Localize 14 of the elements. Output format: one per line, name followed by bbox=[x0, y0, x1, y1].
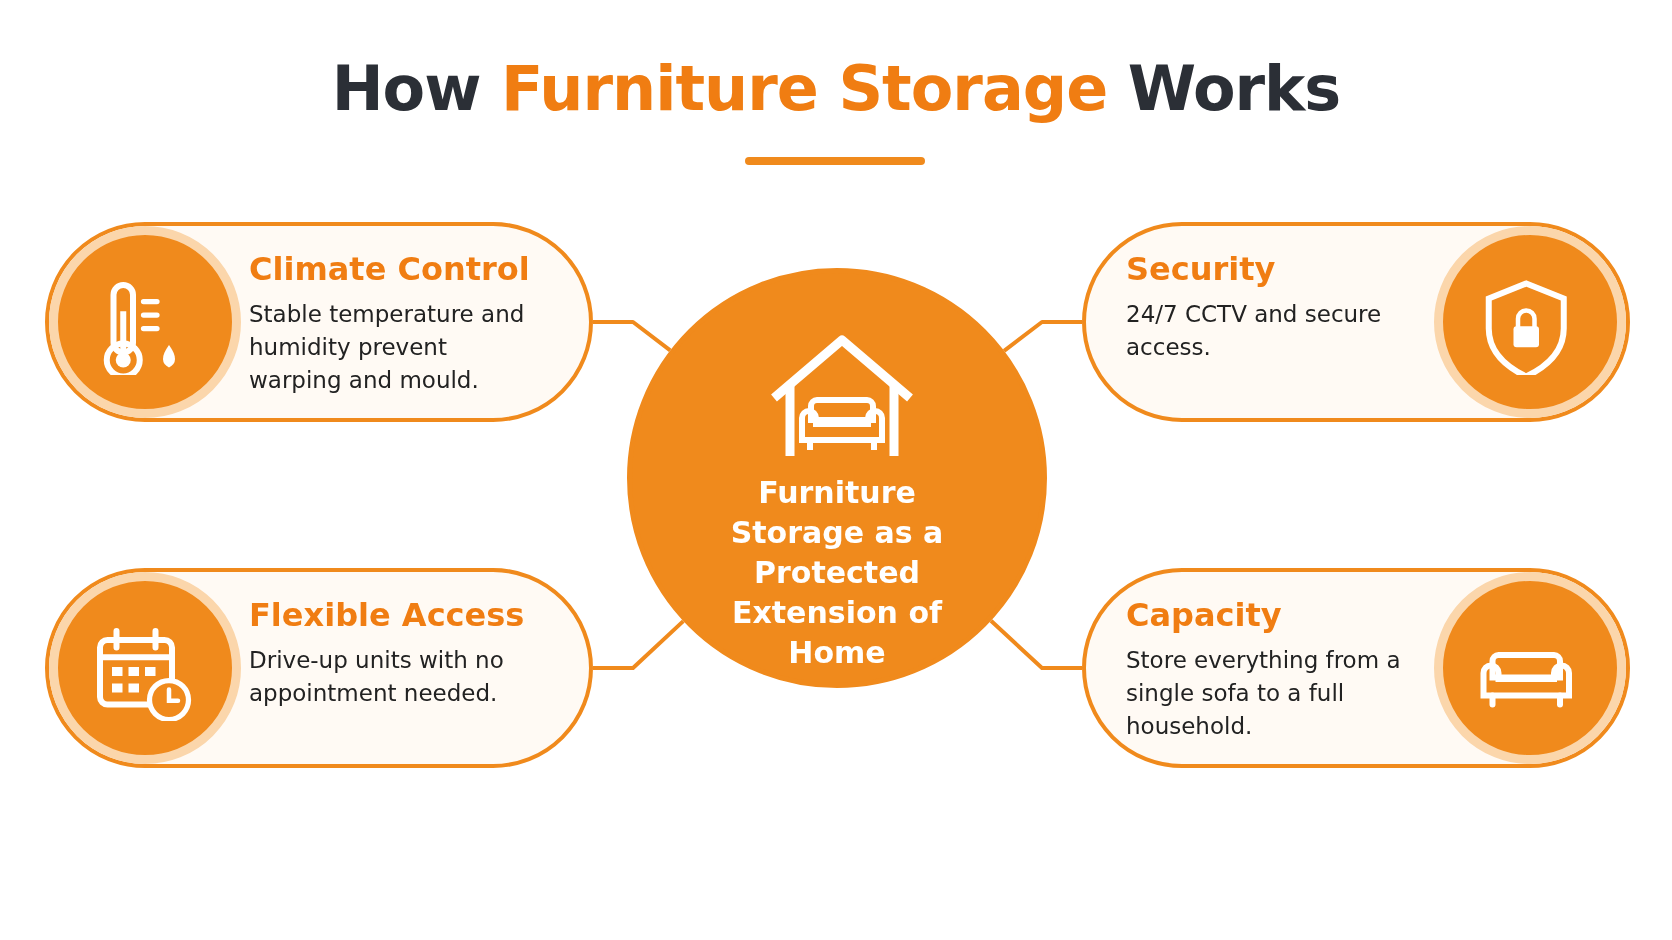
card-heading: Climate Control bbox=[249, 250, 530, 288]
title: How Furniture Storage Works bbox=[331, 52, 1341, 125]
card-description: 24/7 CCTV and secure access. bbox=[1126, 300, 1383, 362]
card-description: Store everything from a single sofa to a full household. bbox=[1126, 646, 1402, 741]
hub-label: Furniture Storage as a Protected Extension of Home bbox=[729, 474, 945, 672]
card-description: Drive-up units with no appointment needed. bbox=[249, 646, 505, 708]
connector-line bbox=[1002, 320, 1082, 353]
card-heading: Security bbox=[1126, 250, 1276, 288]
connector-line bbox=[593, 320, 672, 352]
connector-line bbox=[989, 619, 1082, 670]
card-heading: Flexible Access bbox=[249, 596, 525, 634]
card-description: Stable temperature and humidity prevent warping and mould. bbox=[249, 300, 526, 395]
connector-line bbox=[593, 619, 685, 670]
card-heading: Capacity bbox=[1126, 596, 1282, 634]
